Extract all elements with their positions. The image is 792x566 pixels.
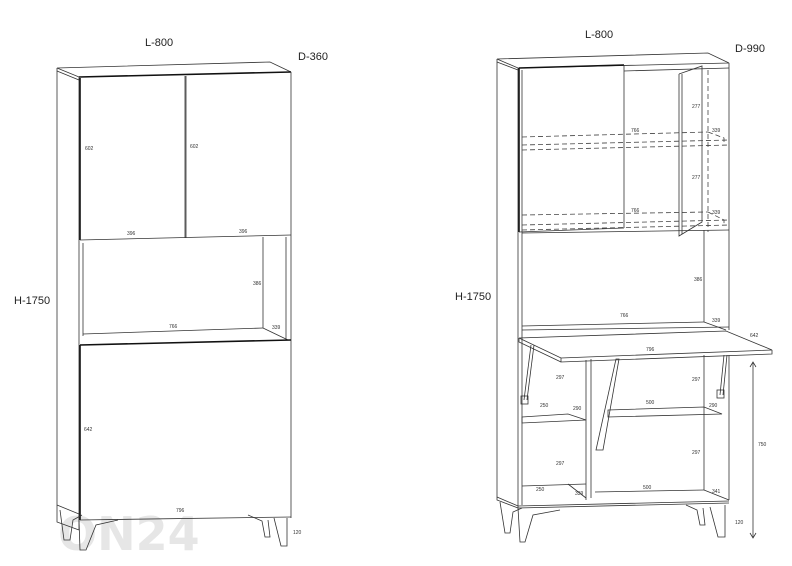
dim-label: 766 (620, 313, 629, 319)
right-height-label: H-1750 (455, 291, 491, 303)
left-cabinet-drawing: L-800 D-360 H-1750 602 602 396 396 386 7… (14, 37, 328, 551)
dim-label: 386 (253, 281, 262, 287)
side-panel (496, 59, 519, 509)
gas-strut-right (719, 354, 725, 396)
right-depth-label: D-990 (735, 43, 765, 55)
leg-front-left-2 (78, 519, 119, 551)
dim-label: 120 (293, 530, 302, 536)
dim-label: 396 (239, 229, 248, 235)
dim-label: 500 (643, 485, 652, 491)
side-panel (56, 68, 80, 531)
dim-label: 796 (646, 347, 655, 353)
dim-label: 297 (692, 450, 701, 456)
dim-label: 290 (573, 406, 582, 412)
dim-label: 766 (631, 208, 640, 214)
dim-label: 290 (709, 403, 718, 409)
dim-label: 766 (169, 324, 178, 330)
dim-label: 339 (712, 128, 721, 134)
dim-label: 277 (692, 104, 701, 110)
dim-label: 120 (735, 520, 744, 526)
dim-label: 250 (536, 487, 545, 493)
dim-label: 766 (631, 128, 640, 134)
leg-back-right (685, 504, 706, 526)
dim-label: 339 (272, 325, 281, 331)
dim-label: 396 (127, 231, 136, 237)
right-cabinet-drawing: L-800 D-990 H-1750 277 766 339 277 766 3… (455, 29, 773, 543)
gas-strut-left (523, 344, 532, 401)
dim-label: 500 (646, 400, 655, 406)
dim-label: 602 (85, 146, 94, 152)
watermark: ON24 (58, 507, 200, 561)
leg-front-right (273, 517, 288, 547)
dim-label: 339 (575, 491, 584, 497)
dim-label: 277 (692, 175, 701, 181)
left-width-label: L-800 (145, 37, 173, 49)
left-height-label: H-1750 (14, 295, 50, 307)
dim-label: 642 (750, 333, 759, 339)
dim-label: 796 (176, 508, 185, 514)
left-depth-label: D-360 (298, 51, 328, 63)
dim-label: 339 (712, 318, 721, 324)
dim-label: 297 (556, 461, 565, 467)
dim-label: 341 (712, 489, 721, 495)
dim-label: 297 (692, 377, 701, 383)
dim-label: 642 (84, 427, 93, 433)
right-width-label: L-800 (585, 29, 613, 41)
dim-label: 250 (540, 403, 549, 409)
dim-label: 339 (712, 210, 721, 216)
dim-label: 750 (758, 442, 767, 448)
leg-front-left (59, 509, 83, 541)
dim-label: 386 (694, 277, 703, 283)
leg-back-right (247, 514, 271, 538)
leg-front-right (709, 505, 726, 538)
leg-front-left-2 (517, 507, 561, 543)
dim-label: 602 (190, 144, 199, 150)
fold-down-desk (518, 330, 773, 359)
desk-support (595, 358, 620, 451)
leg-front-left (499, 501, 523, 534)
open-door (678, 65, 703, 237)
dim-label: 297 (556, 375, 565, 381)
